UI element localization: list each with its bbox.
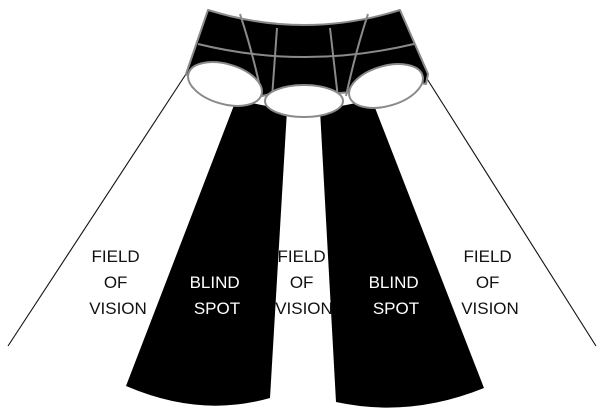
left-blind-spot-beam [126,100,287,406]
left-field-of-vision-label: FIELD OF VISION [89,247,147,318]
left-blind-line-2: SPOT [194,299,240,318]
left-field-line-2: OF [104,273,128,292]
center-field-line-2: OF [290,273,314,292]
right-field-line-3: VISION [461,299,519,318]
right-field-line-2: OF [476,273,500,292]
right-blind-spot-beam [320,100,484,408]
left-blind-line-1: BLIND [190,273,240,292]
right-blind-line-1: BLIND [369,273,419,292]
right-field-of-vision-label: FIELD OF VISION [461,247,519,318]
center-field-line-1: FIELD [278,247,326,266]
left-field-line-3: VISION [89,299,147,318]
right-field-line-1: FIELD [464,247,512,266]
center-field-of-vision-label: FIELD OF VISION [275,247,333,318]
center-field-line-3: VISION [275,299,333,318]
right-blind-line-2: SPOT [373,299,419,318]
left-field-line-1: FIELD [92,247,140,266]
center-camera-lens [265,85,343,117]
